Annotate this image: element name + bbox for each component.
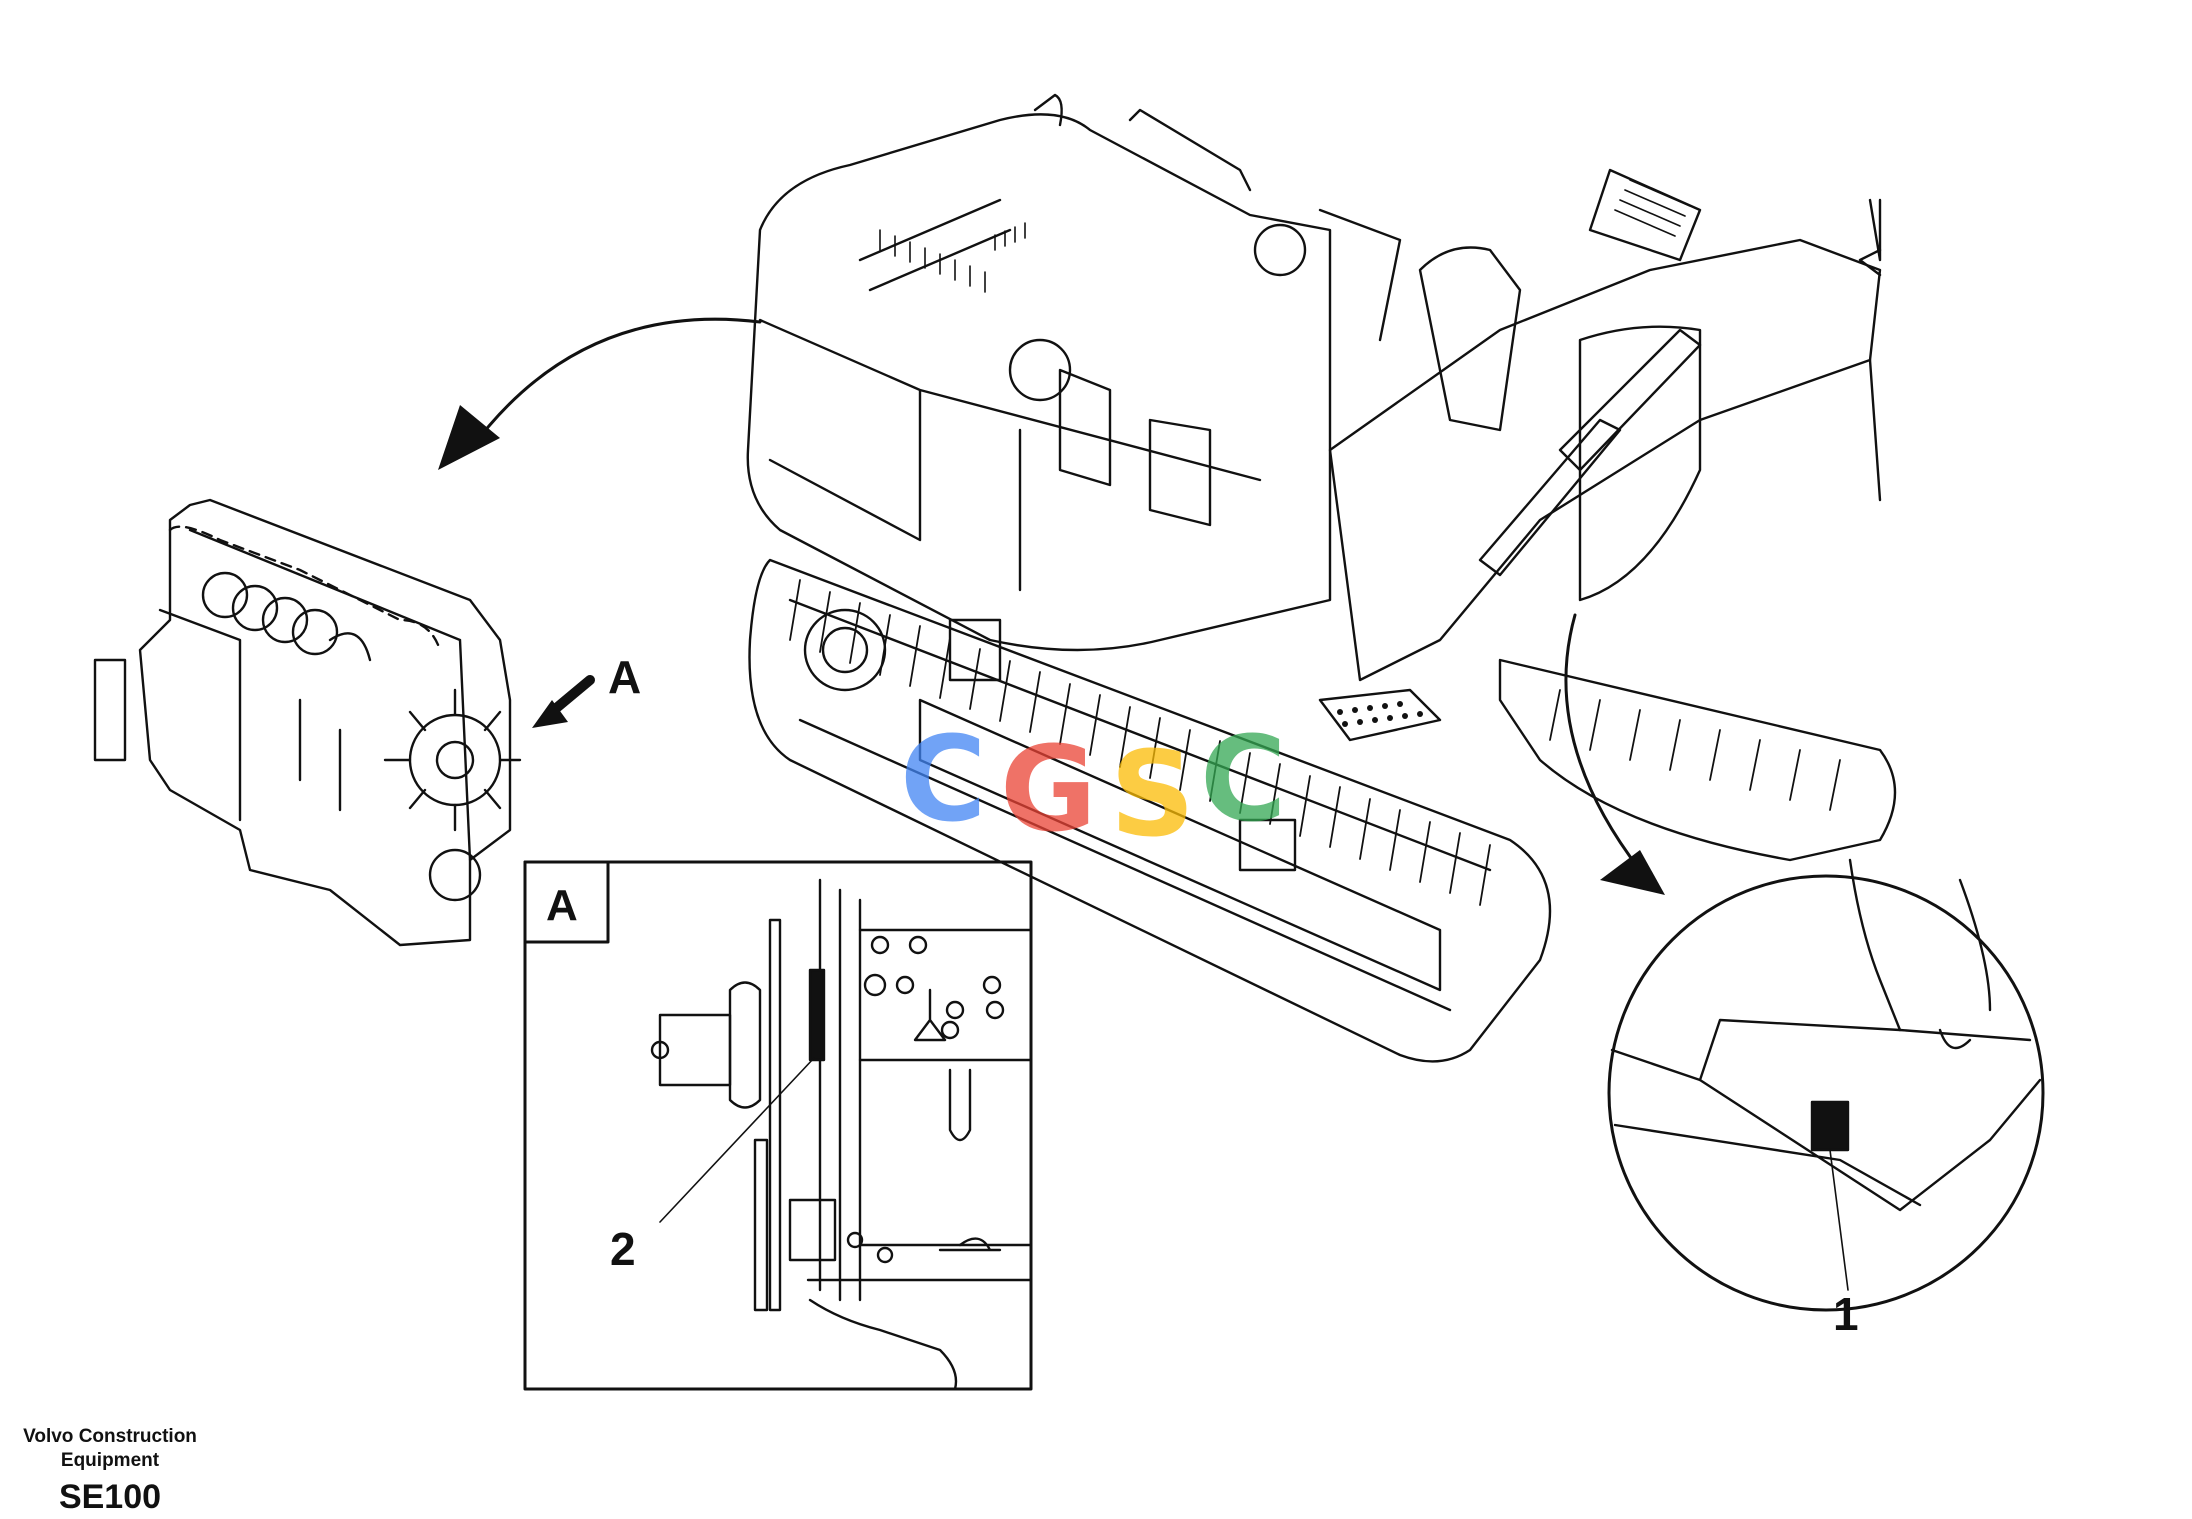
watermark-letter-s: S bbox=[1110, 725, 1195, 863]
view-a-arrow-label: A bbox=[608, 651, 641, 703]
watermark-letter-c2: C bbox=[1200, 710, 1287, 848]
footer-company: Volvo Construction Equipment bbox=[0, 1425, 220, 1473]
watermark-letter-c1: C bbox=[900, 710, 987, 848]
view-a-box-label: A bbox=[546, 881, 578, 930]
detail-view-1 bbox=[1607, 858, 2045, 1312]
callout-1-label: 1 bbox=[1833, 1288, 1859, 1340]
engine-illustration bbox=[93, 498, 522, 947]
callout-2-label: 2 bbox=[610, 1223, 636, 1275]
detail-view-a bbox=[523, 860, 1033, 1391]
footer-code: SE100 bbox=[58, 1478, 162, 1516]
footer-company-line1: Volvo Construction bbox=[23, 1426, 197, 1447]
watermark-letter-g: G bbox=[1000, 720, 1097, 858]
excavator-illustration bbox=[746, 93, 1897, 1063]
footer-company-line2: Equipment bbox=[60, 1450, 160, 1471]
watermark: C G S C bbox=[900, 710, 1287, 863]
